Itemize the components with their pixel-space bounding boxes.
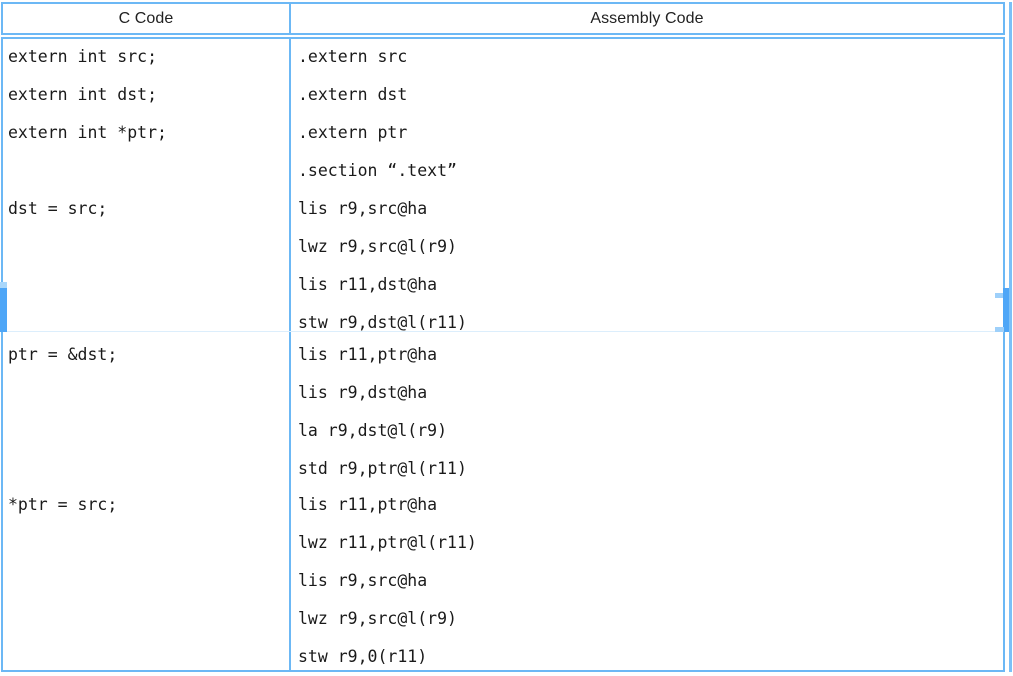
assembly-code-line: stw r9,dst@l(r11)	[298, 313, 467, 332]
column-divider	[289, 39, 291, 670]
table-header-row: C Code Assembly Code	[1, 2, 1005, 35]
row-divider	[3, 331, 1003, 332]
c-code-column: extern int src; extern int dst; extern int…	[3, 39, 289, 670]
assembly-code-line: .extern src	[298, 47, 408, 66]
c-code-line: extern int dst;	[8, 85, 158, 104]
column-header-c-code: C Code	[3, 4, 291, 33]
assembly-code-line: .extern ptr	[298, 123, 408, 142]
c-code-line: extern int src;	[8, 47, 158, 66]
assembly-code-line: lis r9,src@ha	[298, 199, 428, 218]
assembly-code-line: lis r9,src@ha	[298, 571, 428, 590]
left-accent-cap	[0, 282, 7, 289]
assembly-code-column: .extern src .extern dst .extern ptr .sectio…	[291, 39, 1003, 670]
assembly-code-line: lis r9,dst@ha	[298, 383, 428, 402]
c-code-line: ptr = &dst;	[8, 345, 118, 364]
c-code-line: *ptr = src;	[8, 495, 118, 514]
c-code-line: dst = src;	[8, 199, 108, 218]
right-scroll-accent[interactable]	[1003, 288, 1010, 332]
assembly-code-line: .extern dst	[298, 85, 408, 104]
c-code-line: extern int *ptr;	[8, 123, 167, 142]
assembly-code-line: lis r11,dst@ha	[298, 275, 438, 294]
assembly-code-line: lis r11,ptr@ha	[298, 345, 438, 364]
assembly-code-line: la r9,dst@l(r9)	[298, 421, 448, 440]
assembly-code-line: lis r11,ptr@ha	[298, 495, 438, 514]
assembly-code-line: std r9,ptr@l(r11)	[298, 459, 467, 478]
assembly-code-line: stw r9,0(r11)	[298, 647, 428, 666]
assembly-code-line: lwz r9,src@l(r9)	[298, 237, 457, 256]
assembly-code-line: lwz r9,src@l(r9)	[298, 609, 457, 628]
right-accent-nub-top	[995, 293, 1004, 298]
column-header-assembly-code: Assembly Code	[590, 9, 704, 27]
assembly-code-line: lwz r11,ptr@l(r11)	[298, 533, 477, 552]
right-accent-nub-bottom	[995, 327, 1004, 332]
right-edge-rule	[1009, 2, 1012, 672]
assembly-code-line: .section “.text”	[298, 161, 457, 180]
left-scroll-accent[interactable]	[0, 288, 7, 332]
table-body: extern int src; extern int dst; extern int…	[1, 37, 1005, 672]
